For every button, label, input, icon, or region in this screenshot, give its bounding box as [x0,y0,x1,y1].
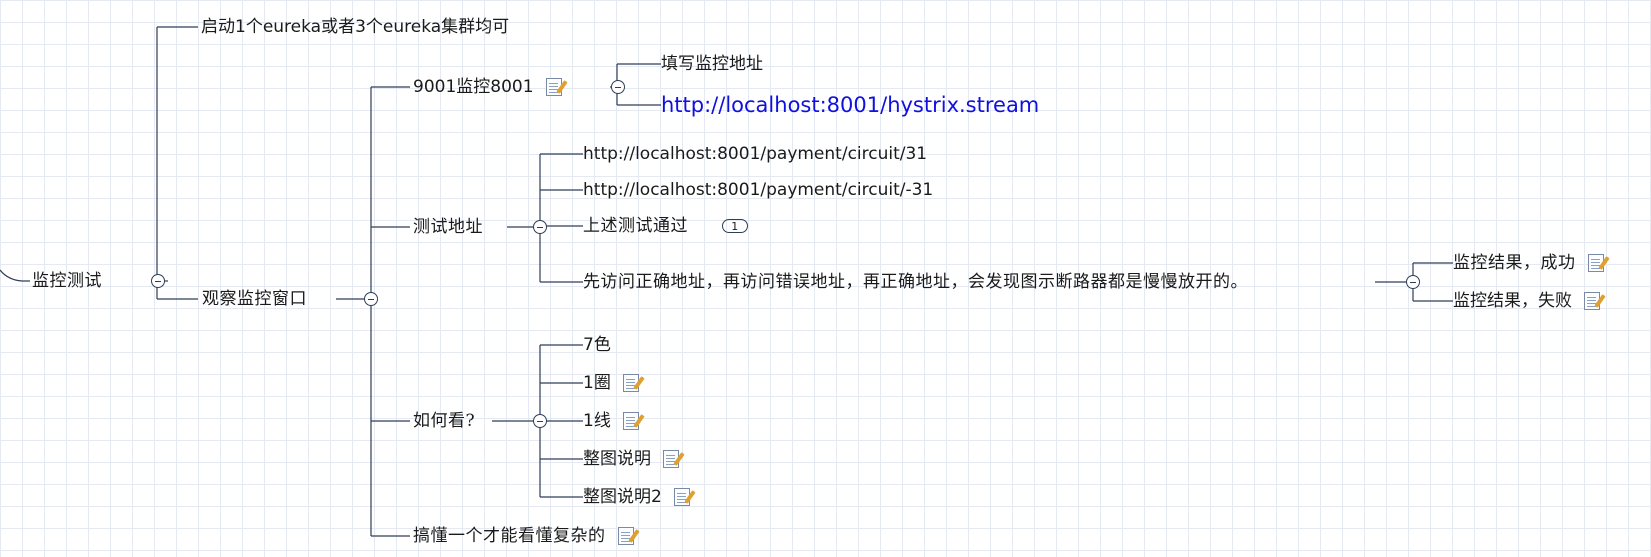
node-one-line-label: 1线 [583,411,611,431]
collapse-toggle-observe[interactable] [364,292,378,306]
collapse-toggle-how-to-read[interactable] [533,414,547,428]
collapse-toggle-test-address[interactable] [533,220,547,234]
node-test-passed-label: 上述测试通过 [583,216,688,236]
node-test-url-1-label: http://localhost:8001/payment/circuit/31 [583,144,928,164]
node-one-line[interactable]: 1线 [583,410,639,432]
test-passed-badge[interactable]: 1 [722,219,748,233]
node-fill-address-label: 填写监控地址 [661,54,763,74]
node-result-fail-label: 监控结果，失败 [1453,291,1572,311]
node-start-eureka[interactable]: 启动1个eureka或者3个eureka集群均可 [201,16,509,38]
node-test-address[interactable]: 测试地址 [413,216,483,238]
node-seven-colors[interactable]: 7色 [583,334,611,356]
node-root-label: 监控测试 [32,271,102,291]
node-whole-chart-2[interactable]: 整图说明2 [583,486,690,508]
node-test-url-2-label: http://localhost:8001/payment/circuit/-3… [583,180,934,200]
node-seven-colors-label: 7色 [583,335,611,355]
node-understand-one-label: 搞懂一个才能看懂复杂的 [413,526,606,546]
node-whole-chart-2-label: 整图说明2 [583,487,662,507]
collapse-toggle-monitor[interactable] [611,80,625,94]
node-how-to-read[interactable]: 如何看? [413,410,475,432]
node-visit-order[interactable]: 先访问正确地址，再访问错误地址，再正确地址，会发现图示断路器都是慢慢放开的。 [583,271,1248,293]
note-icon[interactable] [1587,254,1604,272]
node-one-circle[interactable]: 1圈 [583,372,639,394]
node-test-address-label: 测试地址 [413,217,483,237]
node-test-passed[interactable]: 上述测试通过 1 [583,215,748,237]
node-start-eureka-label: 启动1个eureka或者3个eureka集群均可 [201,17,510,37]
note-icon[interactable] [663,450,679,468]
node-result-success[interactable]: 监控结果，成功 [1453,252,1604,274]
node-monitor-9001[interactable]: 9001监控8001 [413,76,562,98]
note-icon[interactable] [622,374,639,392]
node-how-to-read-label: 如何看? [413,411,476,431]
node-whole-chart[interactable]: 整图说明 [583,448,679,470]
collapse-toggle-visit-order[interactable] [1406,275,1420,289]
note-icon[interactable] [617,527,634,545]
node-result-success-label: 监控结果，成功 [1453,253,1576,273]
node-understand-one[interactable]: 搞懂一个才能看懂复杂的 [413,525,634,547]
node-test-url-1[interactable]: http://localhost:8001/payment/circuit/31 [583,143,927,165]
node-result-fail[interactable]: 监控结果，失败 [1453,290,1600,312]
node-root[interactable]: 监控测试 [32,270,102,292]
note-icon[interactable] [1584,292,1600,310]
node-observe-label: 观察监控窗口 [202,289,307,309]
note-icon[interactable] [622,412,639,430]
node-fill-address[interactable]: 填写监控地址 [661,53,763,75]
collapse-toggle-root[interactable] [151,274,165,288]
stream-url-link[interactable]: http://localhost:8001/hystrix.stream [661,93,1040,117]
node-stream-url[interactable]: http://localhost:8001/hystrix.stream [661,94,1039,116]
node-one-circle-label: 1圈 [583,373,611,393]
node-test-url-2[interactable]: http://localhost:8001/payment/circuit/-3… [583,179,933,201]
node-observe[interactable]: 观察监控窗口 [202,288,307,310]
node-monitor-9001-label: 9001监控8001 [413,77,534,97]
node-whole-chart-label: 整图说明 [583,449,651,469]
node-visit-order-label: 先访问正确地址，再访问错误地址，再正确地址，会发现图示断路器都是慢慢放开的。 [583,272,1248,292]
note-icon[interactable] [673,488,690,506]
note-icon[interactable] [545,78,562,96]
